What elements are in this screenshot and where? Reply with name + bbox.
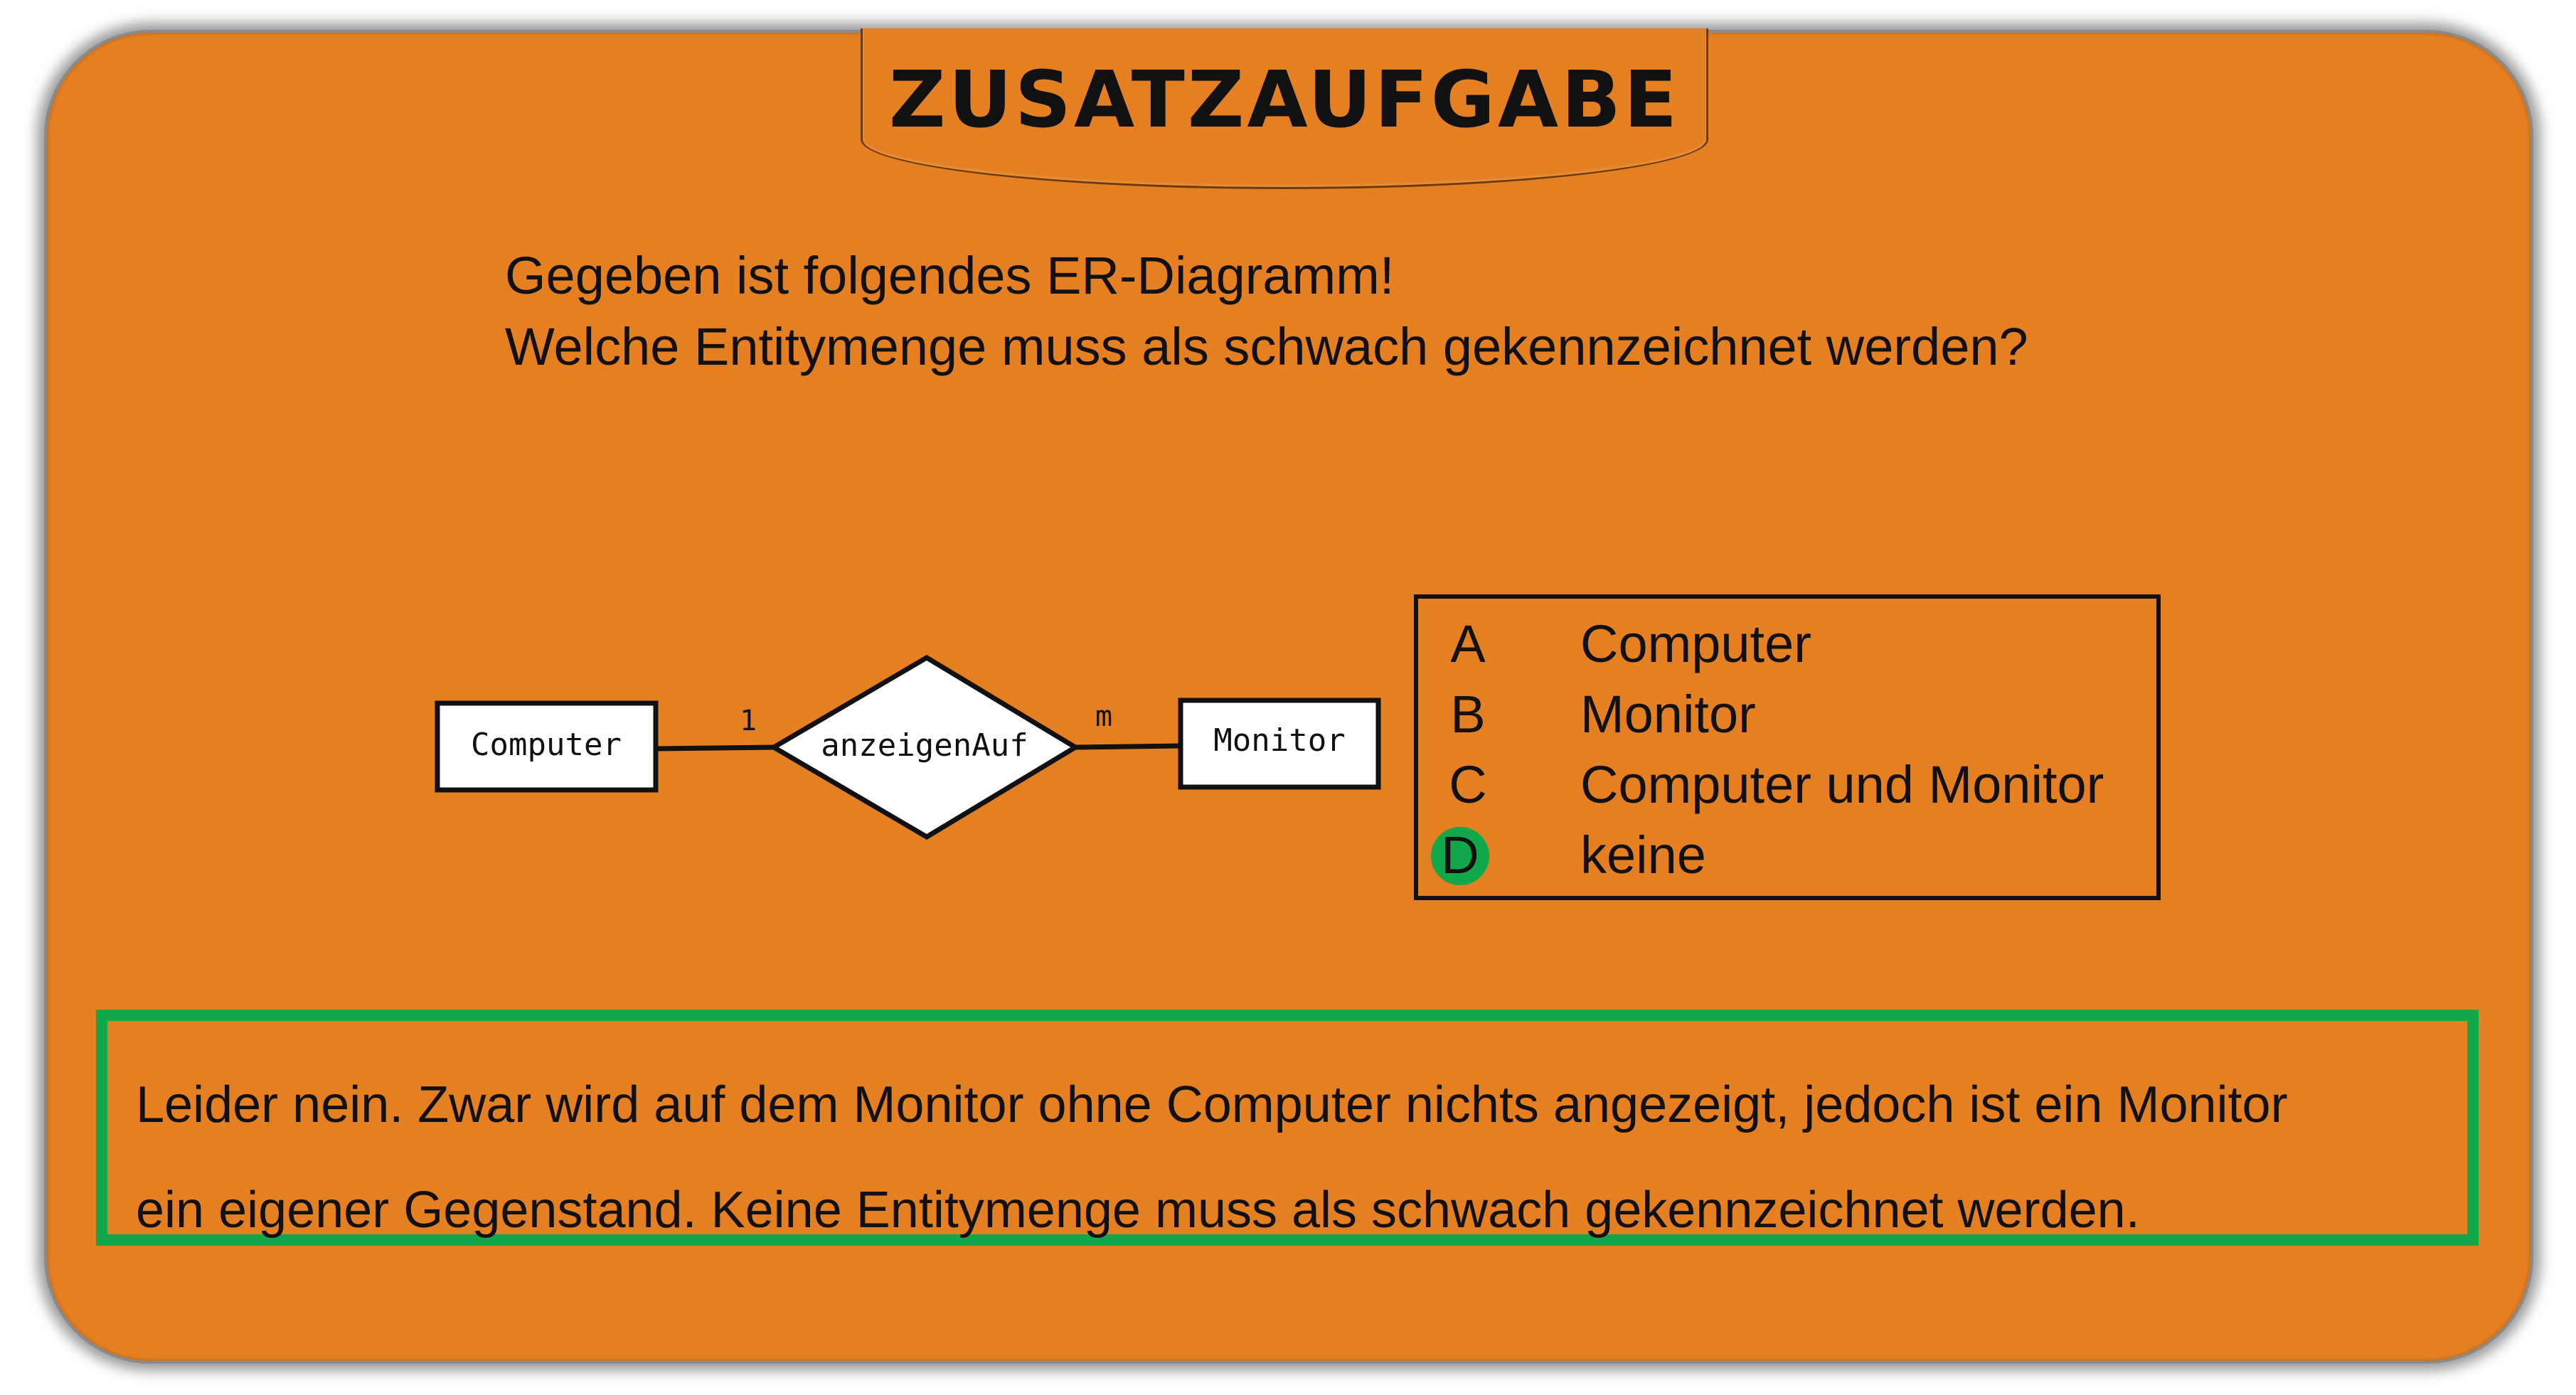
connector-left <box>655 744 776 752</box>
question-line-2: Welche Entitymenge muss als schwach geke… <box>505 317 2028 376</box>
er-diagram: Computer anzeigenAuf Monitor 1 m <box>435 654 1381 840</box>
entity-computer-label: Computer <box>471 727 622 763</box>
question-line-1: Gegeben ist folgendes ER-Diagramm! <box>505 246 1395 305</box>
answer-label: keine <box>1580 825 1706 884</box>
relationship-label: anzeigenAuf <box>821 727 1028 764</box>
entity-monitor-label: Monitor <box>1213 722 1345 759</box>
answer-letter: A <box>1450 614 1486 673</box>
cardinality-right: m <box>1095 700 1112 733</box>
feedback-box: Leider nein. Zwar wird auf dem Monitor o… <box>96 1010 2479 1246</box>
answer-option-a[interactable]: A Computer <box>1418 616 2156 685</box>
answer-option-b[interactable]: B Monitor <box>1418 686 2156 756</box>
answer-label: Computer und Monitor <box>1580 755 2104 814</box>
answer-option-d[interactable]: D keine <box>1418 827 2156 897</box>
answer-option-c[interactable]: C Computer und Monitor <box>1418 757 2156 826</box>
task-card <box>44 30 2533 1364</box>
answer-letter: B <box>1450 685 1486 744</box>
connector-right <box>1075 743 1181 750</box>
entity-monitor <box>1178 698 1381 790</box>
answer-options: A Computer B Monitor C Computer und Moni… <box>1414 594 2161 900</box>
title-tab <box>861 28 1708 189</box>
entity-computer <box>435 700 659 793</box>
relationship-anzeigenauf <box>769 654 1080 840</box>
page-title: ZUSATZAUFGABE <box>888 54 1681 145</box>
question-text: Gegeben ist folgendes ER-Diagramm! Welch… <box>505 240 2028 383</box>
feedback-line-2: ein eigener Gegenstand. Keine Entitymeng… <box>136 1182 2140 1239</box>
cardinality-left: 1 <box>740 705 757 737</box>
feedback-text: Leider nein. Zwar wird auf dem Monitor o… <box>136 1052 2288 1263</box>
feedback-line-1: Leider nein. Zwar wird auf dem Monitor o… <box>136 1076 2288 1133</box>
answer-label: Monitor <box>1580 685 1756 744</box>
answer-label: Computer <box>1580 614 1811 673</box>
answer-letter-selected: D <box>1431 827 1489 885</box>
answer-letter: C <box>1449 755 1487 814</box>
